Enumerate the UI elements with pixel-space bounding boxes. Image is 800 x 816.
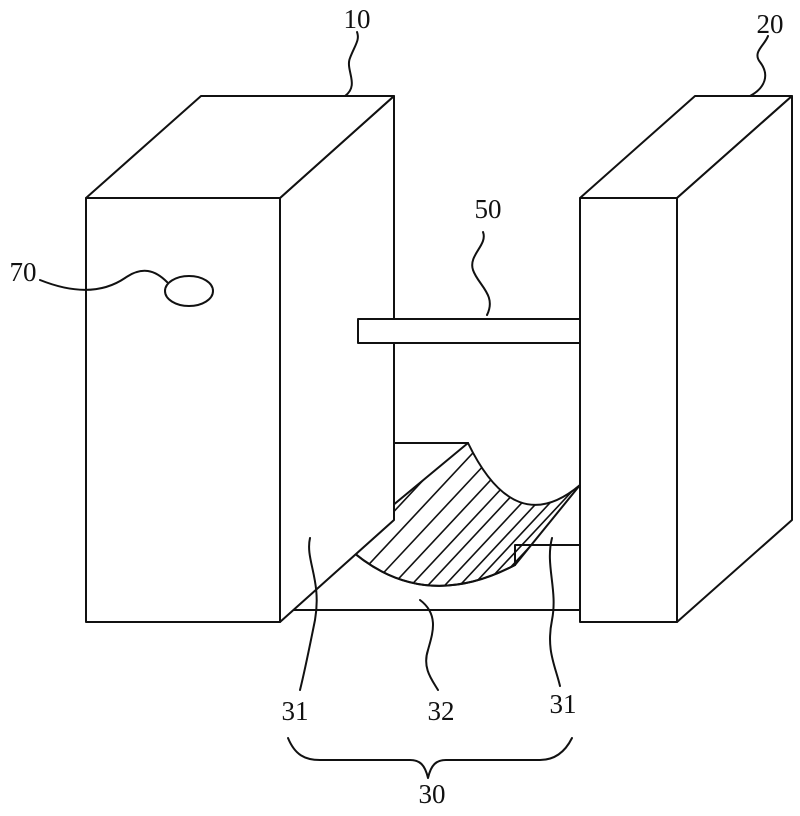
label-30: 30 (419, 779, 446, 809)
bar-50 (358, 319, 582, 343)
label-20: 20 (757, 9, 784, 39)
bracket-30 (288, 738, 572, 778)
left-block (86, 96, 394, 622)
label-10: 10 (344, 4, 371, 34)
label-31-right: 31 (550, 689, 577, 719)
label-50: 50 (475, 194, 502, 224)
label-70: 70 (10, 257, 37, 287)
label-32: 32 (428, 696, 455, 726)
right-block (580, 96, 792, 622)
label-31-left: 31 (282, 696, 309, 726)
hole-70 (165, 276, 213, 306)
